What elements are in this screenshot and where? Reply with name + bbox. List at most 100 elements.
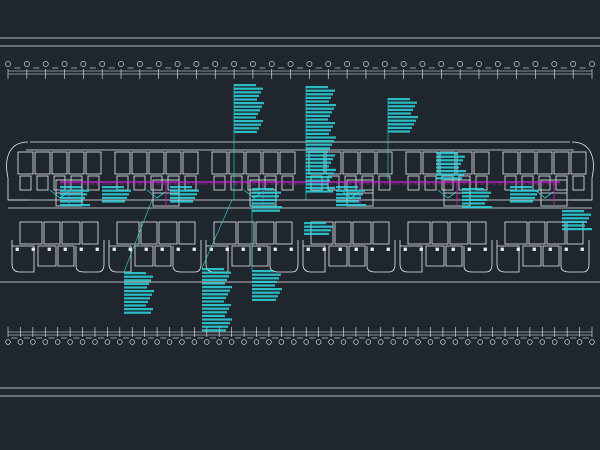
annotation-text-line [388,123,414,126]
column-mark [403,247,407,251]
axis-bubble [415,339,421,345]
annotation-text-line [124,286,147,289]
axis-bubble [79,339,86,345]
apartment-room [178,221,196,245]
annotation-text-line [562,224,585,227]
room-outline [53,175,66,191]
room-outline [553,151,570,175]
annotation-text-line [462,191,491,194]
annotation-text-line [306,136,336,139]
annotation-block [510,186,539,203]
axis-bubble [532,61,539,67]
annotation-text-line [306,118,328,121]
apartment-bay [348,245,366,267]
apartment-bay [57,245,75,267]
annotation-text-line [124,272,146,275]
axis-bubble [5,61,11,67]
room-outline [165,151,182,175]
annotation-text-line [202,325,228,328]
annotation-text-line [306,140,334,143]
annotation-text-line [234,87,263,90]
axis-bubble [80,61,87,67]
apartment-room [81,221,99,245]
annotation-text-line [202,329,226,332]
axis-bubble [344,61,350,67]
annotation-text-line [306,172,334,175]
annotation-text-line [336,196,361,199]
annotation-block [252,188,282,212]
annotation-text-line [304,229,331,232]
leader-line [123,199,153,273]
axis-bubble [427,339,434,345]
annotation-text-line [462,206,492,209]
column-mark [370,247,374,251]
apartment-room [334,221,352,245]
axis-bubble [489,339,496,345]
apartment-room [449,221,469,245]
axis-bubble [576,339,583,345]
annotation-block [387,98,418,180]
axis-bubble [228,339,235,345]
axis-bubble [179,339,185,345]
annotation-text-line [510,189,539,192]
annotation-text-line [510,193,537,196]
annotation-text-line [234,120,263,123]
room-outline [36,175,49,191]
annotation-text-line [234,127,259,130]
annotation-text-line [102,200,125,203]
axis-bubble [174,61,181,67]
room-outline [148,151,165,175]
annotation-text-line [306,125,333,128]
column-mark [451,247,455,251]
apartment-room [275,221,293,245]
annotation-text-line [252,288,282,291]
axis-bubble [465,339,471,345]
annotation-text-line [234,116,256,119]
axis-bubble [476,61,482,67]
annotation-text-line [562,220,587,223]
annotation-text-line [60,196,85,199]
annotation-text-line [336,189,365,192]
axis-bubble [452,339,459,345]
column-mark [580,247,584,251]
column-mark [95,247,99,251]
column-mark [192,247,196,251]
annotation-block [336,186,366,207]
annotation-text-line [170,189,199,192]
column-mark [354,247,358,251]
axis-bubble [440,339,446,345]
column-mark [79,247,83,251]
annotation-block [123,199,154,314]
annotation-text-line [252,195,279,198]
annotation-text-line [202,296,226,299]
annotation-text-line [124,311,151,314]
apartment-room [407,221,431,245]
annotation-text-line [252,277,279,280]
axis-bubble [191,339,198,345]
annotation-text-line [202,268,224,271]
annotation-text-line [388,116,418,119]
room-outline [150,175,163,191]
axis-bubble [250,61,256,67]
cleanout-pipe [437,189,457,199]
apartment-bay [366,240,396,273]
axis-bubble [513,61,520,67]
annotation-text-line [306,104,336,107]
axis-bubble [457,61,464,67]
room-outline [327,175,340,191]
room-outline [378,175,391,191]
annotation-text-line [252,191,281,194]
annotation-text-line [60,200,83,203]
axis-bubble [589,339,595,345]
column-mark [225,247,229,251]
annotation-text-line [510,196,535,199]
annotation-text-line [306,150,328,153]
axis-bubble [303,339,309,345]
column-mark [176,247,180,251]
annotation-text-line [202,293,228,296]
axis-bubble [539,339,545,345]
annotation-text-line [60,189,89,192]
annotation-text-line [234,91,261,94]
room-outline [228,151,245,175]
